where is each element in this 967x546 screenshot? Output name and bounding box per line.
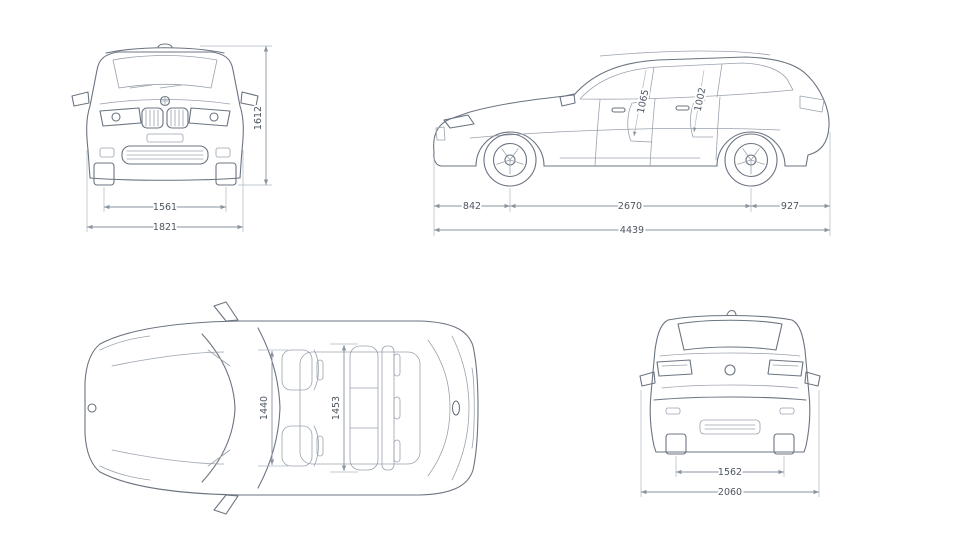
rear-body-details (659, 352, 801, 435)
top-body-details (99, 335, 475, 481)
rear-view: 1562 2060 (639, 309, 821, 500)
side-wheelbase-label: 2670 (618, 201, 642, 212)
left-mirror (71, 91, 90, 107)
side-view: 1065 1002 842 2670 927 4439 (433, 50, 831, 238)
side-interior-front-label: 1065 (636, 89, 652, 115)
side-front-wheel (483, 133, 537, 187)
fin-antenna (451, 400, 461, 416)
front-track-label: 1561 (153, 202, 177, 213)
top-right-mirror (213, 494, 239, 515)
roof-antenna (157, 43, 173, 48)
side-glasshouse (435, 62, 825, 167)
front-view: 1612 1561 1821 (71, 43, 272, 235)
rear-wheels (665, 433, 795, 455)
front-bumper (99, 133, 231, 165)
side-mirror (559, 93, 576, 107)
side-length-label: 4439 (620, 225, 644, 236)
side-car-outline (433, 50, 830, 167)
fin-antenna (726, 309, 737, 316)
top-front-interior-width-label: 1440 (259, 396, 270, 420)
roof-front-edge (257, 327, 281, 489)
right-mirror (240, 91, 259, 107)
side-door-handles (611, 105, 690, 113)
rear-car-outline (639, 309, 821, 453)
side-interior-rear-label: 1002 (693, 87, 709, 113)
rear-bumper-top (653, 396, 807, 401)
front-dimensions: 1612 1561 1821 (86, 45, 272, 235)
top-dimensions: 1440 1453 (257, 343, 358, 473)
side-dimensions: 842 2670 927 4439 (433, 132, 831, 238)
rear-left-mirror (639, 371, 656, 387)
top-rear-bench (349, 345, 401, 471)
top-left-mirror (213, 301, 239, 322)
bmw-roundel-icon (724, 364, 736, 376)
rear-track-label: 1562 (718, 467, 742, 478)
rear-dimensions: 1562 2060 (640, 390, 820, 500)
front-headlights (99, 107, 231, 127)
rear-left-taillight (656, 359, 693, 377)
front-car-outline (71, 43, 259, 181)
rear-right-mirror (804, 371, 821, 387)
side-rear-overhang-label: 927 (781, 201, 799, 212)
rear-width-label: 2060 (718, 487, 742, 498)
front-width-label: 1821 (153, 222, 177, 233)
side-seats (627, 99, 714, 143)
top-view: 1440 1453 (84, 301, 479, 515)
bmw-roundel-icon (87, 403, 97, 413)
roof-rail (599, 50, 771, 57)
front-wheels (93, 162, 237, 186)
top-front-seats (281, 349, 324, 467)
top-car-outline (84, 301, 479, 515)
side-interior-dimensions: 1065 1002 (633, 69, 710, 137)
rear-window (677, 319, 783, 351)
side-front-overhang-label: 842 (463, 201, 481, 212)
rear-right-taillight (767, 359, 804, 377)
side-headlight (443, 114, 475, 129)
top-rear-interior-width-label: 1453 (331, 396, 342, 420)
front-grille (141, 95, 189, 129)
front-height-label: 1612 (253, 106, 264, 130)
side-rear-wheel (724, 133, 778, 187)
windshield-base (201, 333, 236, 483)
